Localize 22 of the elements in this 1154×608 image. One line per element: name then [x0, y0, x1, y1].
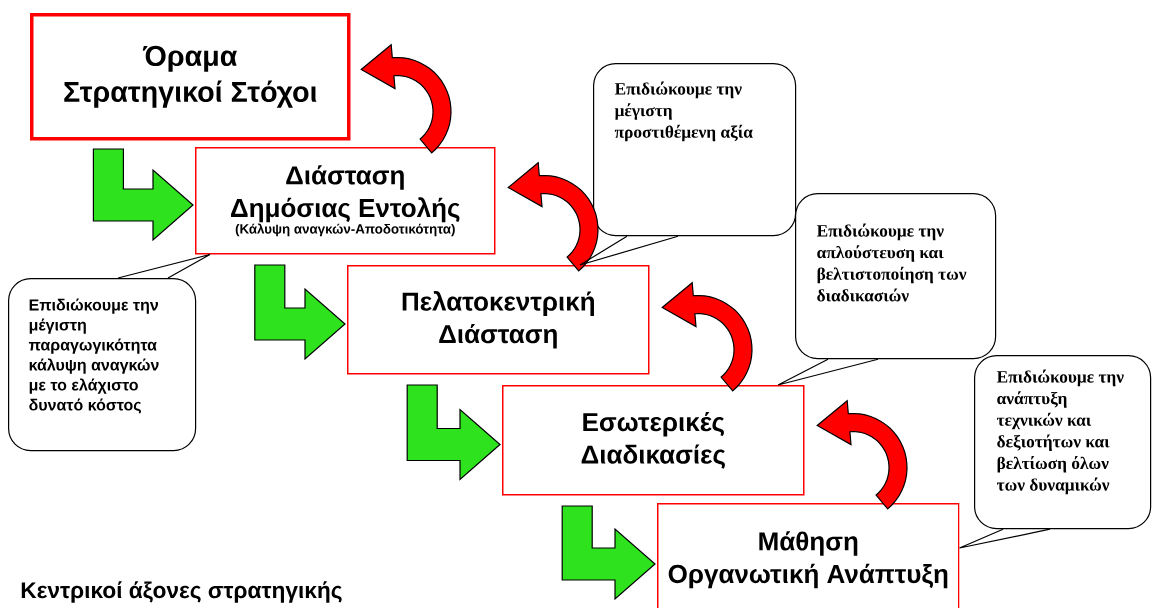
process-box: Εσωτερικές Διαδικασίες — [502, 385, 805, 496]
block-arrow — [92, 148, 194, 242]
block-arrow — [561, 505, 656, 601]
speech-bubble: Επιδιώκουμε την μέγιστη προστιθέμενη αξία — [593, 63, 797, 237]
speech-bubble: Επιδιώκουμε την απλούστευση και βελτιστοποίηση των διαδικασιών — [795, 193, 997, 360]
caption: Κεντρικοί άξονες στρατηγικής — [21, 581, 342, 603]
bubble-tail — [777, 358, 879, 386]
curved-arrow — [661, 281, 753, 392]
process-box: Πελατοκεντρική Διάσταση — [347, 265, 650, 375]
curved-arrow — [507, 161, 599, 272]
bubble-tail — [958, 528, 1051, 549]
process-box: Μάθηση Οργανωτική Ανάπτυξη — [657, 503, 960, 608]
process-box: Όραμα Στρατηγικοί Στόχοι — [30, 13, 351, 141]
block-arrow — [406, 384, 501, 481]
curved-arrow — [360, 43, 452, 154]
block-arrow — [254, 264, 346, 361]
speech-bubble: Επιδιώκουμε την ανάπτυξη τεχνικών και δεξιοτήτων και βελτίωση όλων των δυναμικών — [974, 355, 1152, 530]
process-box: Διάσταση Δημόσιας Εντολής (Κάλυψη αναγκών-Αποδοτικότητα) — [195, 147, 496, 255]
curved-arrow — [816, 399, 908, 510]
bubble-tail — [117, 253, 211, 279]
bubble-tail — [579, 235, 679, 266]
speech-bubble: Επιδιώκουμε την μέγιστη παραγωγικότητα κάλυψη αναγκών με το ελάχιστο δυνατό κόστος — [8, 278, 197, 452]
